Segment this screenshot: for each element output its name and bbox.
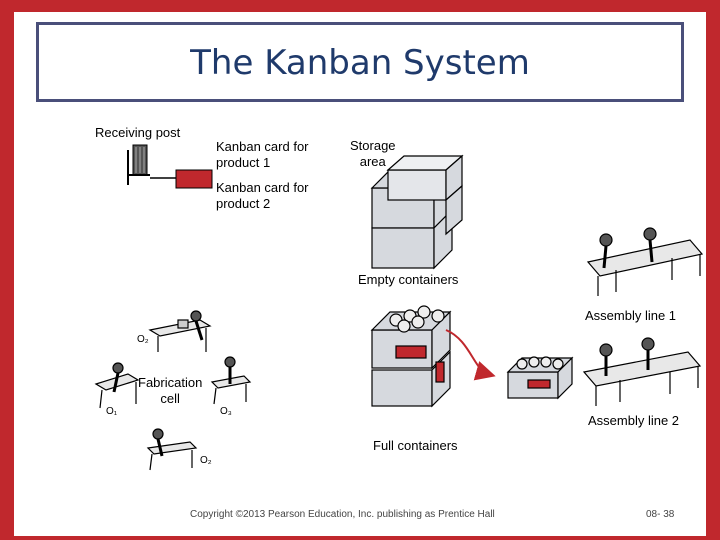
kanban-card-2-line2: product 2 [216,196,271,211]
storage-area-line2: area [359,154,386,169]
fabrication-cell-line2: cell [160,391,180,406]
o2-top-label: O₂ [137,334,149,345]
kanban-card-2-line1: Kanban card for [216,180,309,195]
copyright-footer: Copyright ©2013 Pearson Education, Inc. … [190,509,495,520]
storage-area-label: Storage area [350,138,396,170]
kanban-card-2-label: Kanban card for product 2 [216,180,309,212]
kanban-card-1-line2: product 1 [216,155,271,170]
page-number: 08- 38 [646,509,675,520]
fabrication-cell-line1: Fabrication [138,375,203,390]
full-containers-label: Full containers [373,438,458,453]
fabrication-cell-icons [94,310,252,471]
kanban-card-1-label: Kanban card for product 1 [216,139,309,171]
kanban-card-1-line1: Kanban card for [216,139,309,154]
assembly-line-1-label: Assembly line 1 [585,308,677,323]
full-containers [370,305,452,408]
delivered-container [506,356,574,400]
receiving-post-icon [127,144,150,185]
receiving-post-label: Receiving post [95,125,181,140]
assembly-line-2-label: Assembly line 2 [588,413,680,428]
assembly-line-2-icon [582,337,702,406]
o3-label: O₃ [220,406,232,417]
slide-title: The Kanban System [190,43,530,83]
o1-label: O₁ [106,406,118,417]
kanban-card-icon [150,169,213,189]
flow-arrow [445,329,496,381]
title-box: The Kanban System [36,22,684,102]
fabrication-cell-label: Fabrication cell [138,375,202,407]
storage-area-line1: Storage [350,138,396,153]
assembly-line-1-icon [586,227,704,296]
o2-bottom-label: O₂ [200,455,212,466]
empty-containers-label: Empty containers [358,272,459,287]
storage-area-containers [370,154,464,270]
